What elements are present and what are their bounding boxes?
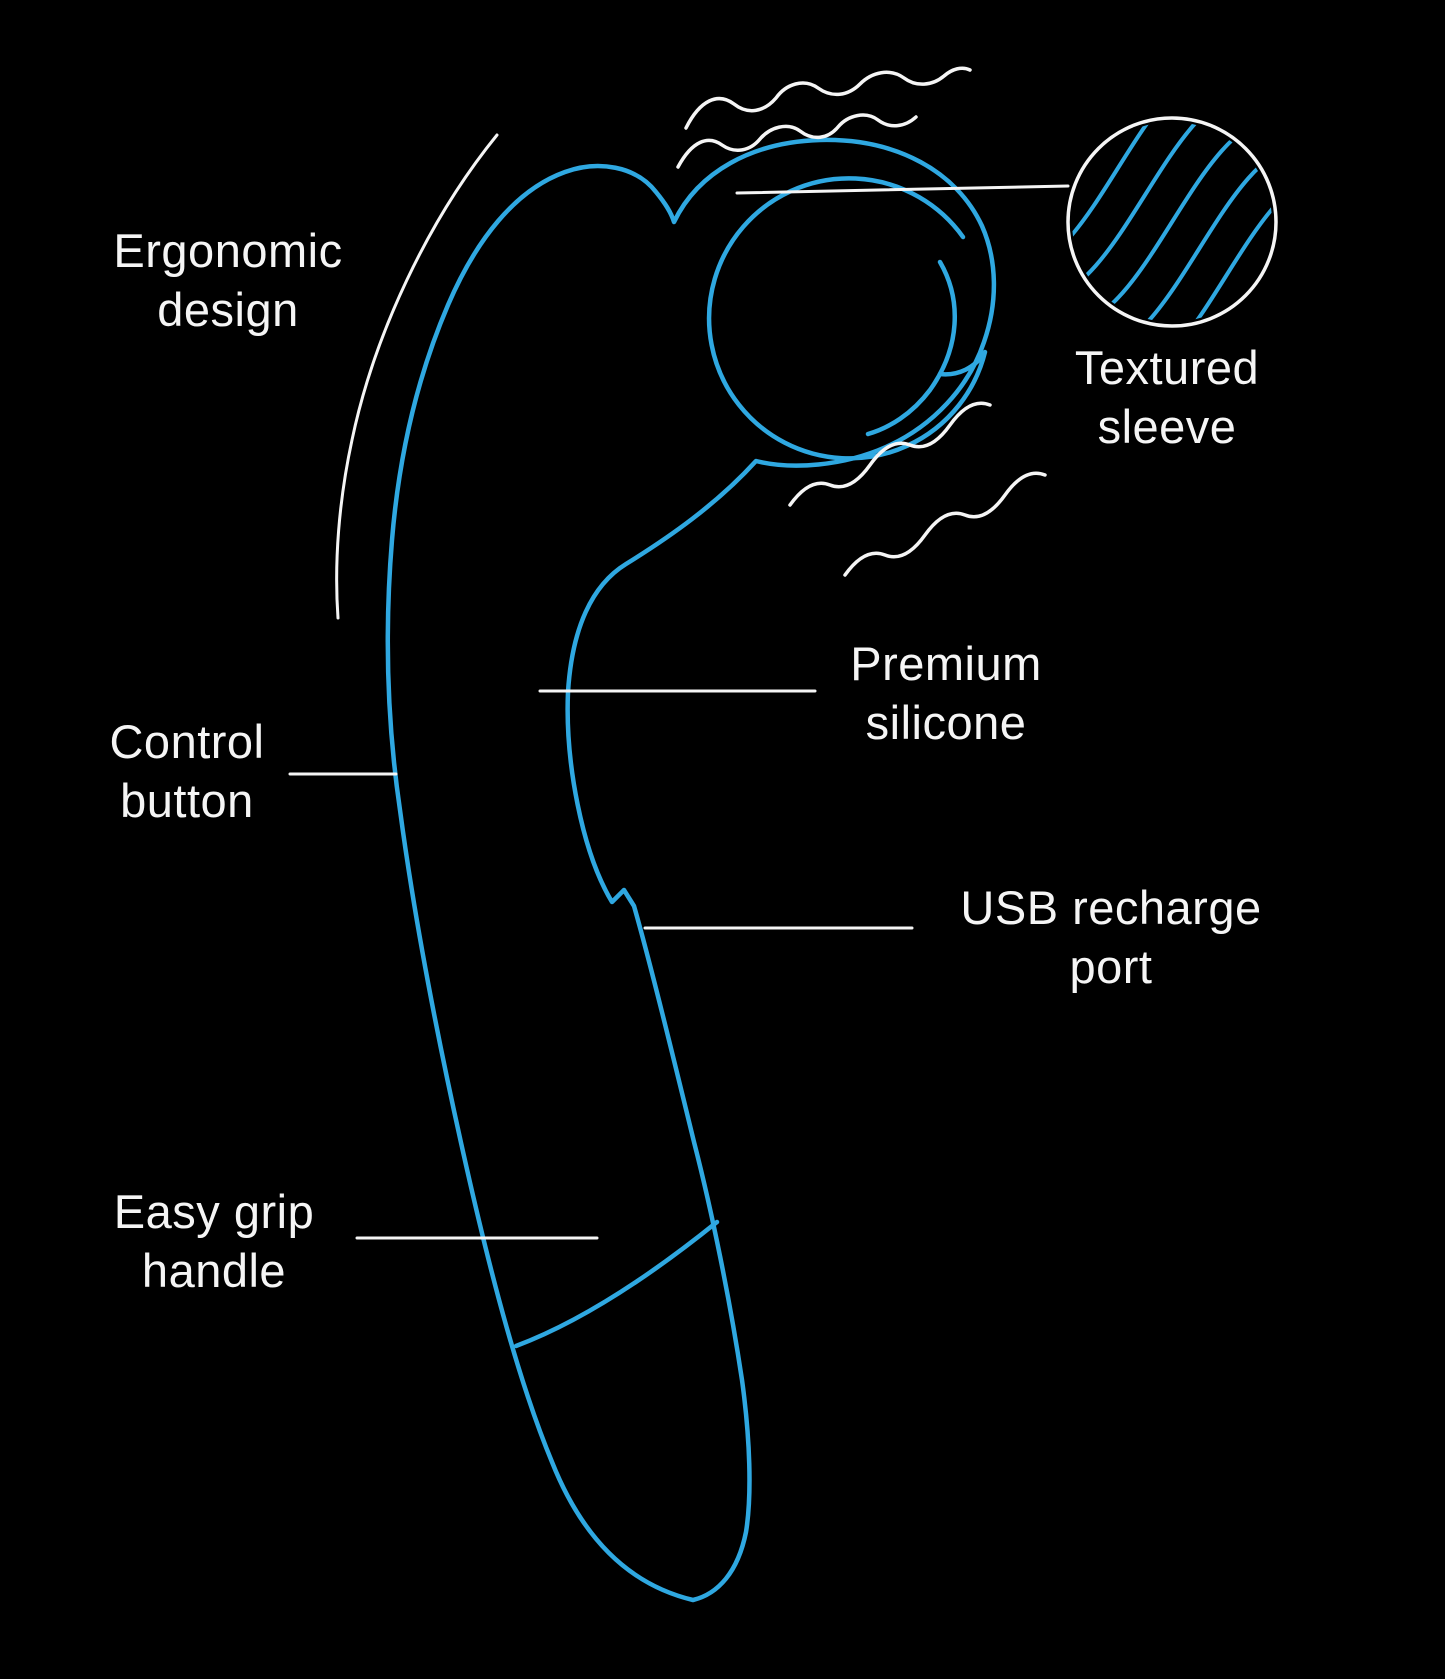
- vibration-waves-side-icon: [788, 401, 1047, 577]
- label-line: Ergonomic: [113, 224, 343, 277]
- label-line: design: [157, 283, 299, 336]
- label-usb-recharge-port: USB recharge port: [960, 878, 1261, 996]
- label-ergonomic-design: Ergonomic design: [113, 221, 342, 339]
- label-line: handle: [141, 1244, 287, 1297]
- label-line: silicone: [865, 696, 1027, 749]
- label-textured-sleeve: Textured sleeve: [1075, 338, 1259, 456]
- vibration-waves-top-icon: [676, 66, 972, 169]
- label-easy-grip-handle: Easy grip handle: [114, 1182, 314, 1300]
- label-line: Control: [109, 715, 265, 768]
- label-line: Textured: [1074, 341, 1260, 394]
- label-premium-silicone: Premium silicone: [850, 634, 1042, 752]
- device-outline: [385, 137, 997, 1603]
- inner-curl: [865, 259, 957, 437]
- head-loop: [706, 176, 988, 461]
- label-line: Premium: [850, 637, 1042, 690]
- label-line: sleeve: [1097, 400, 1237, 453]
- ergonomic-curve-icon: [335, 133, 499, 620]
- label-line: Easy grip: [113, 1185, 315, 1238]
- label-control-button: Control button: [109, 712, 264, 830]
- leader-textured-sleeve: [735, 184, 1070, 195]
- label-line: button: [120, 774, 254, 827]
- label-line: port: [1069, 940, 1153, 993]
- handle-seam: [513, 1219, 720, 1349]
- label-line: USB recharge: [960, 881, 1262, 934]
